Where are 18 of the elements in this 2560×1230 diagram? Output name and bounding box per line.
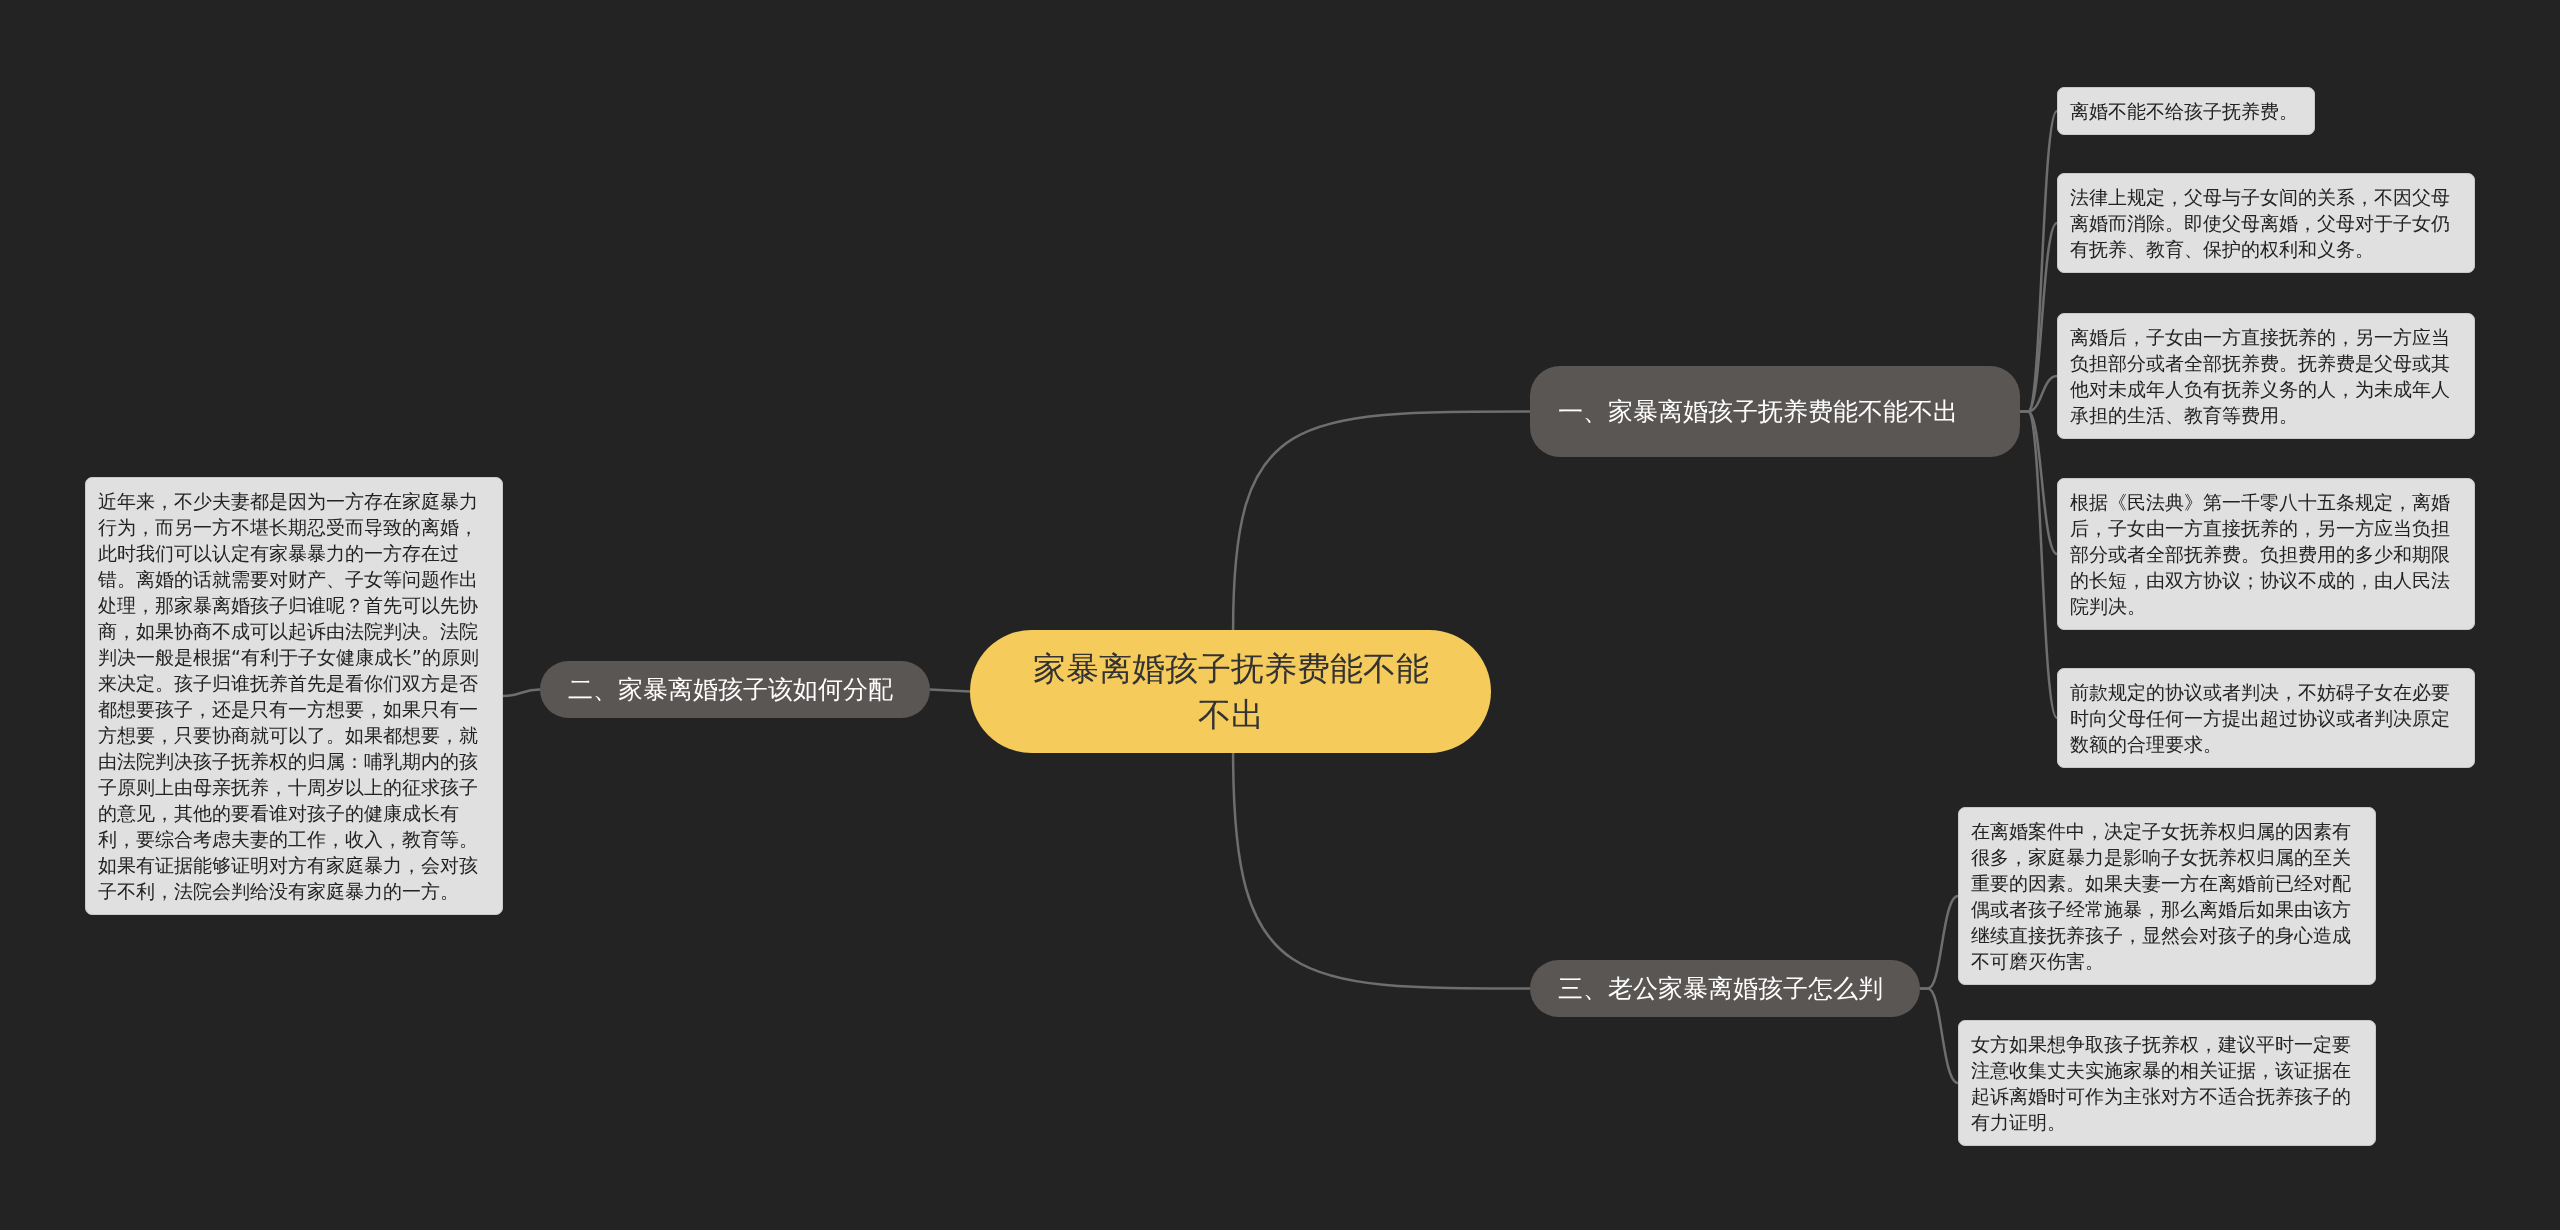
connector-line: [502, 688, 541, 698]
note-card: 在离婚案件中，决定子女抚养权归属的因素有很多，家庭暴力是影响子女抚养权归属的至关重要的因素。如果夫妻一方在离婚前已经对配偶或者孩子经常施暴，那么离婚后如果由该方继续直接抚养孩子，显然会对孩子的身心造成不可磨灭伤害。: [1958, 807, 2376, 985]
central-topic: 家暴离婚孩子抚养费能不能不出: [970, 630, 1491, 753]
note-card: 近年来，不少夫妻都是因为一方存在家庭暴力行为，而另一方不堪长期忍受而导致的离婚，此时我们可以认定有家暴暴力的一方存在过错。离婚的话就需要对财产、子女等问题作出处理，那家暴离婚孩子归谁呢？首先可以先协商，如果协商不成可以起诉由法院判决。法院判决一般是根据“有利于子女健康成长”的原则来决定。孩子归谁抚养首先是看你们双方是否都想要孩子，还是只有一方想要，如果只有一方想要，只要协商就可以了。如果都想要，就由法院判决孩子抚养权的归属：哺乳期内的孩子原则上由母亲抚养，十周岁以上的征求孩子的意见，其他的要看谁对孩子的健康成长有利，要综合考虑夫妻的工作，收入，教育等。如果有证据能够证明对方有家庭暴力，会对孩子不利，法院会判给没有家庭暴力的一方。: [85, 477, 503, 915]
branch-topic: 一、家暴离婚孩子抚养费能不能不出: [1530, 366, 2020, 457]
note-card: 根据《民法典》第一千零八十五条规定，离婚后，子女由一方直接抚养的，另一方应当负担部分或者全部抚养费。负担费用的多少和期限的长短，由双方协议；协议不成的，由人民法院判决。: [2057, 478, 2475, 630]
connector-line: [1920, 987, 1959, 1085]
connector-line: [1231, 752, 1530, 990]
note-card: 离婚后，子女由一方直接抚养的，另一方应当负担部分或者全部抚养费。抚养费是父母或其他对未成年人负有抚养义务的人，为未成年人承担的生活、教育等费用。: [2057, 313, 2475, 439]
note-card: 法律上规定，父母与子女间的关系，不因父母离婚而消除。即使父母离婚，父母对于子女仍有抚养、教育、保护的权利和义务。: [2057, 173, 2475, 273]
note-card: 女方如果想争取孩子抚养权，建议平时一定要注意收集丈夫实施家暴的相关证据，该证据在起诉离婚时可作为主张对方不适合抚养孩子的有力证明。: [1958, 1020, 2376, 1146]
connector-line: [929, 688, 971, 693]
note-card: 离婚不能不给孩子抚养费。: [2057, 87, 2315, 135]
connector-line: [2020, 410, 2059, 719]
branch-topic: 三、老公家暴离婚孩子怎么判: [1530, 960, 1920, 1017]
branch-topic: 二、家暴离婚孩子该如何分配: [540, 661, 930, 718]
note-card: 前款规定的协议或者判决，不妨碍子女在必要时向父母任何一方提出超过协议或者判决原定数额的合理要求。: [2057, 668, 2475, 768]
connector-line: [1231, 410, 1530, 631]
